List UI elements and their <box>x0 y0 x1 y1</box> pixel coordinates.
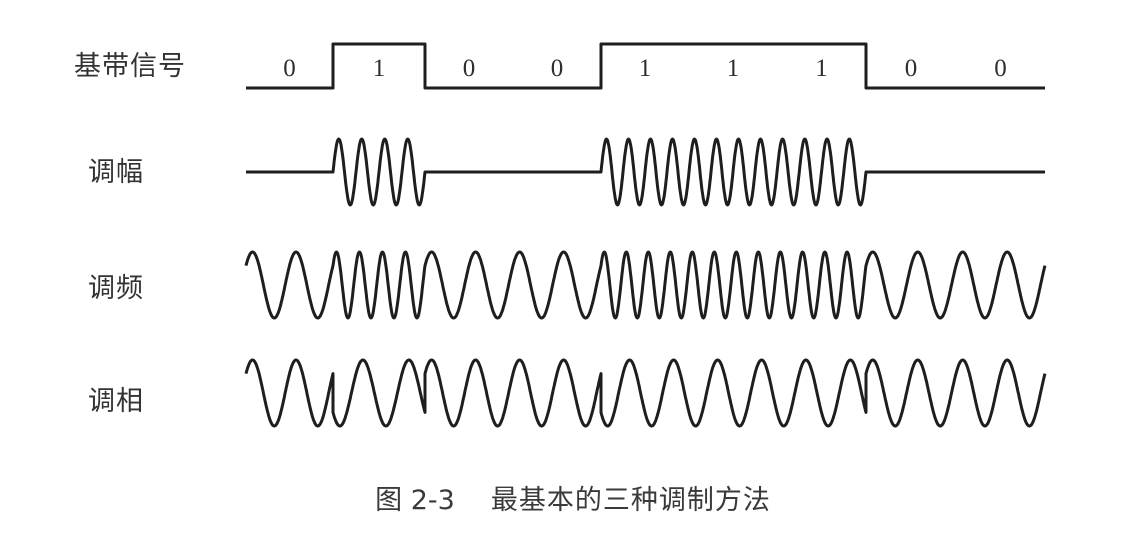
bit-label: 1 <box>726 55 740 82</box>
bit-label: 0 <box>462 55 476 82</box>
figure-caption: 图 2-3 最基本的三种调制方法 <box>0 478 1146 517</box>
phase-modulation-label: 调相 <box>88 386 144 417</box>
bit-label: 0 <box>904 55 918 82</box>
figure-title: 最基本的三种调制方法 <box>490 485 771 516</box>
bit-label: 0 <box>994 55 1007 82</box>
fm-waveform <box>244 250 1047 320</box>
bit-label: 1 <box>815 55 828 82</box>
bit-label: 0 <box>283 55 296 82</box>
am-waveform <box>246 137 1045 207</box>
modulation-waveforms <box>244 42 1047 428</box>
baseband-waveform <box>246 42 1045 90</box>
baseband-signal-label: 基带信号 <box>74 51 186 82</box>
bit-label: 0 <box>550 55 564 82</box>
figure-number: 图 2-3 <box>375 485 455 516</box>
pm-waveform <box>244 358 1047 428</box>
frequency-modulation-label: 调频 <box>88 273 144 304</box>
bit-label: 1 <box>638 55 652 82</box>
bit-label: 1 <box>372 55 386 82</box>
amplitude-modulation-label: 调幅 <box>88 157 144 188</box>
